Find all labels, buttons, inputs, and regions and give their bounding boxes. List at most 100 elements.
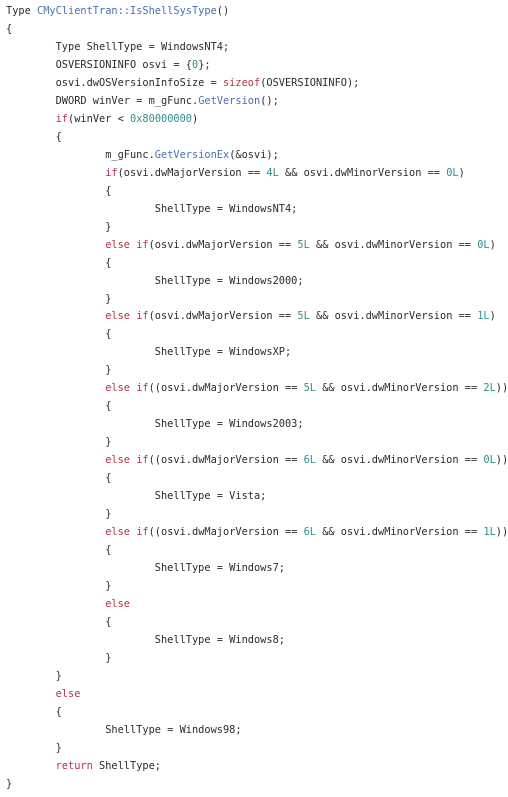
code-line: if(winVer < 0x80000000) (6, 111, 489, 129)
code-text: ) (489, 310, 496, 323)
code-line: ShellType = WindowsNT4; (6, 201, 489, 219)
code-line: osvi.dwOSVersionInfoSize = sizeof(OSVERS… (6, 75, 489, 93)
code-line: return ShellType; (6, 758, 489, 776)
number-literal: 0 (191, 58, 199, 71)
code-line: { (6, 398, 489, 416)
code-text: { (6, 705, 62, 718)
code-text: (); (260, 94, 279, 107)
number-literal: 0L (446, 166, 459, 179)
code-line: { (6, 255, 489, 273)
number-literal: 1L (477, 310, 490, 323)
code-text: && osvi.dwMinorVersion == (278, 166, 447, 179)
function-name: GetVersionEx (154, 148, 230, 161)
code-line: } (6, 578, 489, 596)
code-line: DWORD winVer = m_gFunc.GetVersion(); (6, 93, 489, 111)
code-text: ShellType = Windows8; (6, 633, 285, 646)
code-text (6, 598, 105, 610)
code-line: { (6, 470, 489, 488)
code-text: ShellType = Vista; (6, 490, 267, 503)
code-text: ) (489, 238, 496, 251)
code-line: { (6, 704, 489, 722)
code-line: { (6, 21, 489, 39)
code-line: OSVERSIONINFO osvi = {0}; (6, 57, 489, 75)
code-line: else (6, 686, 489, 704)
code-text: Type ShellType = WindowsNT4; (6, 40, 230, 53)
code-text: ) (458, 166, 465, 179)
code-line: } (6, 776, 489, 794)
code-text: { (6, 22, 13, 35)
code-line: else if((osvi.dwMajorVersion == 6L && os… (6, 524, 508, 542)
code-text: { (6, 130, 62, 143)
code-line: } (6, 291, 489, 309)
code-text: } (6, 292, 112, 305)
code-text: OSVERSIONINFO osvi = { (6, 58, 192, 71)
function-name: CMyClientTran::IsShellSysType (37, 5, 217, 17)
code-line: ShellType = Vista; (6, 488, 489, 506)
keyword: else if (105, 310, 149, 323)
keyword: if (55, 112, 69, 125)
number-literal: 1L (483, 526, 496, 539)
code-text: ) (192, 112, 199, 125)
code-text: }; (198, 58, 211, 71)
code-text: ShellType; (92, 759, 162, 772)
code-text: Type (6, 5, 37, 17)
code-block: Type CMyClientTran::IsShellSysType(){ Ty… (6, 3, 508, 794)
code-line: m_gFunc.GetVersionEx(&osvi); (6, 147, 489, 165)
code-text: { (6, 472, 112, 485)
code-text: && osvi.dwMinorVersion == (309, 310, 478, 323)
code-text: } (6, 669, 62, 682)
code-line: else if((osvi.dwMajorVersion == 6L && os… (6, 452, 508, 470)
code-text: (osvi.dwMajorVersion == (148, 238, 298, 251)
keyword: return (55, 759, 93, 772)
number-literal: 6L (303, 454, 316, 467)
function-name: GetVersion (198, 94, 261, 107)
code-text: () (216, 5, 230, 17)
code-text: (winVer < (68, 112, 131, 125)
code-line: { (6, 542, 489, 560)
code-line: } (6, 650, 489, 668)
number-literal: 5L (297, 238, 310, 251)
code-text (6, 113, 56, 125)
code-text (6, 760, 56, 772)
keyword: else if (105, 382, 149, 395)
number-literal: 4L (266, 166, 279, 179)
code-text: (&osvi); (229, 148, 279, 161)
code-line: } (6, 668, 489, 686)
code-line: ShellType = Windows2000; (6, 273, 489, 291)
code-text: } (6, 651, 112, 664)
code-text: )) (495, 454, 508, 467)
code-text: (osvi.dwMajorVersion == (148, 310, 298, 323)
code-text: { (6, 328, 112, 341)
code-line: } (6, 740, 489, 758)
code-text: (OSVERSIONINFO); (260, 76, 360, 89)
code-text: { (6, 400, 112, 413)
code-line: Type CMyClientTran::IsShellSysType() (6, 3, 489, 21)
code-text (6, 382, 105, 394)
number-literal: 0L (483, 454, 496, 467)
code-line: ShellType = Windows98; (6, 722, 489, 740)
code-text: { (6, 615, 112, 628)
code-line: ShellType = Windows7; (6, 560, 489, 578)
keyword: else (105, 597, 131, 610)
code-text: ShellType = Windows98; (6, 723, 242, 736)
code-line: } (6, 434, 489, 452)
code-text (6, 526, 105, 538)
keyword: else if (105, 526, 149, 539)
code-text: ShellType = Windows7; (6, 562, 285, 575)
code-text: ShellType = WindowsNT4; (6, 202, 298, 215)
code-line: } (6, 506, 489, 524)
code-line: Type ShellType = WindowsNT4; (6, 39, 489, 57)
code-text: osvi.dwOSVersionInfoSize = (6, 76, 223, 89)
code-text: && osvi.dwMinorVersion == (316, 454, 484, 467)
code-text: ShellType = Windows2000; (6, 274, 304, 287)
code-line: { (6, 183, 489, 201)
code-text: } (6, 580, 112, 592)
code-text: } (6, 741, 62, 754)
keyword: else if (105, 454, 149, 467)
code-line: else if(osvi.dwMajorVersion == 5L && osv… (6, 308, 496, 326)
code-text: { (6, 184, 112, 197)
code-text (6, 239, 105, 251)
code-text: } (6, 220, 112, 233)
code-text: )) (495, 526, 508, 539)
code-text: { (6, 256, 112, 269)
